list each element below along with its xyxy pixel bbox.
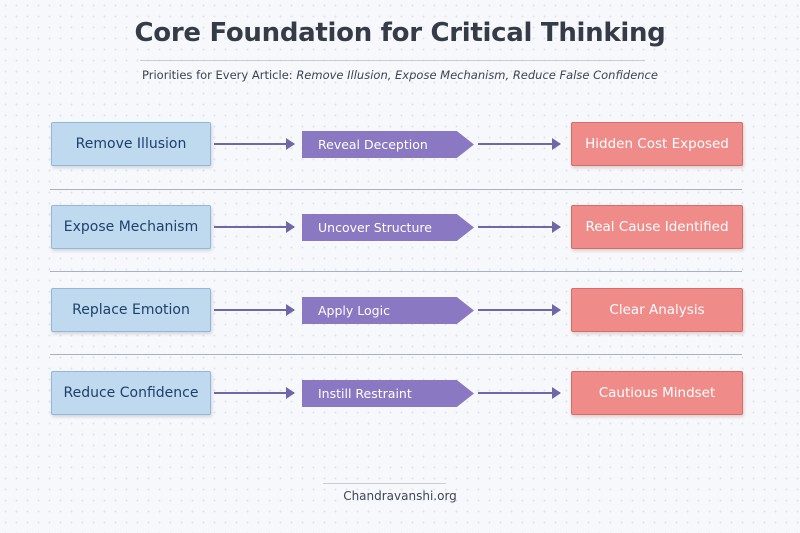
footer-site-name: Chandravanshi.org <box>343 489 457 503</box>
arrow-head-icon <box>552 304 561 316</box>
title-divider <box>140 60 645 61</box>
connector-arrow <box>478 304 561 316</box>
step-arrow-uncover-structure: Uncover Structure <box>302 214 474 241</box>
row-divider <box>50 271 742 272</box>
page-title: Core Foundation for Critical Thinking <box>134 18 666 48</box>
flow-row-replace-emotion: Replace Emotion Apply Logic Clear Analys… <box>0 288 800 332</box>
step-arrow-instill-restraint: Instill Restraint <box>302 380 474 407</box>
arrow-head-icon <box>552 221 561 233</box>
arrow-head-icon <box>552 138 561 150</box>
result-box-hidden-cost-exposed: Hidden Cost Exposed <box>571 122 743 166</box>
connector-arrow <box>478 387 561 399</box>
connector-arrow <box>214 304 295 316</box>
step-arrow-reveal-deception: Reveal Deception <box>302 131 474 158</box>
arrow-head-icon <box>286 387 295 399</box>
connector-arrow <box>478 138 561 150</box>
subtitle-prefix: Priorities for Every Article: <box>142 68 297 82</box>
flow-row-remove-illusion: Remove Illusion Reveal Deception Hidden … <box>0 122 800 166</box>
arrow-head-icon <box>286 138 295 150</box>
subtitle-emphasis: Remove Illusion, Expose Mechanism, Reduc… <box>296 68 658 82</box>
start-box-remove-illusion: Remove Illusion <box>51 122 211 166</box>
arrow-head-icon <box>286 221 295 233</box>
result-box-real-cause-identified: Real Cause Identified <box>571 205 743 249</box>
connector-arrow <box>214 387 295 399</box>
flow-row-expose-mechanism: Expose Mechanism Uncover Structure Real … <box>0 205 800 249</box>
start-box-expose-mechanism: Expose Mechanism <box>51 205 211 249</box>
arrow-head-icon <box>286 304 295 316</box>
connector-arrow <box>478 221 561 233</box>
subtitle: Priorities for Every Article: Remove Ill… <box>0 68 800 82</box>
flow-row-reduce-confidence: Reduce Confidence Instill Restraint Caut… <box>0 371 800 415</box>
connector-arrow <box>214 221 295 233</box>
row-divider <box>50 189 742 190</box>
footer-divider <box>323 483 446 484</box>
arrow-head-icon <box>552 387 561 399</box>
step-arrow-apply-logic: Apply Logic <box>302 297 474 324</box>
result-box-cautious-mindset: Cautious Mindset <box>571 371 743 415</box>
start-box-reduce-confidence: Reduce Confidence <box>51 371 211 415</box>
start-box-replace-emotion: Replace Emotion <box>51 288 211 332</box>
row-divider <box>50 354 742 355</box>
connector-arrow <box>214 138 295 150</box>
result-box-clear-analysis: Clear Analysis <box>571 288 743 332</box>
